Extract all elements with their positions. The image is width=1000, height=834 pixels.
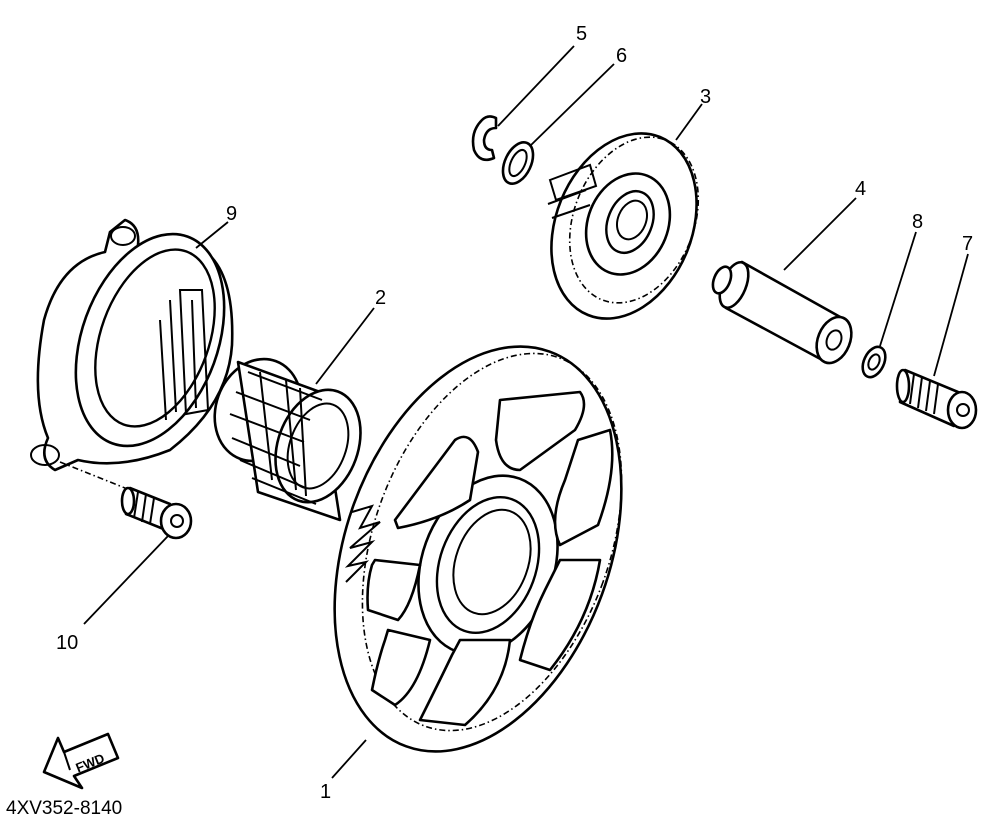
starter-clutch-housing <box>30 218 234 493</box>
washer-6 <box>501 141 535 185</box>
callout-6: 6 <box>616 45 627 67</box>
callout-3: 3 <box>700 86 711 108</box>
callout-7: 7 <box>962 233 973 255</box>
idler-shaft <box>711 260 853 365</box>
idler-gear <box>547 132 700 320</box>
washer-8 <box>861 345 887 379</box>
fwd-arrow: FWD <box>42 732 120 790</box>
callout-8: 8 <box>912 211 923 233</box>
leader-lines <box>83 45 969 779</box>
callout-5: 5 <box>576 23 587 45</box>
circlip <box>471 115 498 162</box>
callout-labels: 1 2 3 4 5 6 7 8 9 10 <box>56 23 973 803</box>
needle-bearing <box>213 357 362 522</box>
callout-4: 4 <box>855 178 866 200</box>
callout-1: 1 <box>320 781 331 803</box>
figure-code: 4XV352-8140 <box>6 798 122 819</box>
starter-wheel-gear <box>333 345 623 753</box>
callout-2: 2 <box>375 287 386 309</box>
bolt-7 <box>895 368 978 430</box>
callout-9: 9 <box>226 203 237 225</box>
callout-10: 10 <box>56 632 78 654</box>
bolt-10 <box>120 486 193 540</box>
